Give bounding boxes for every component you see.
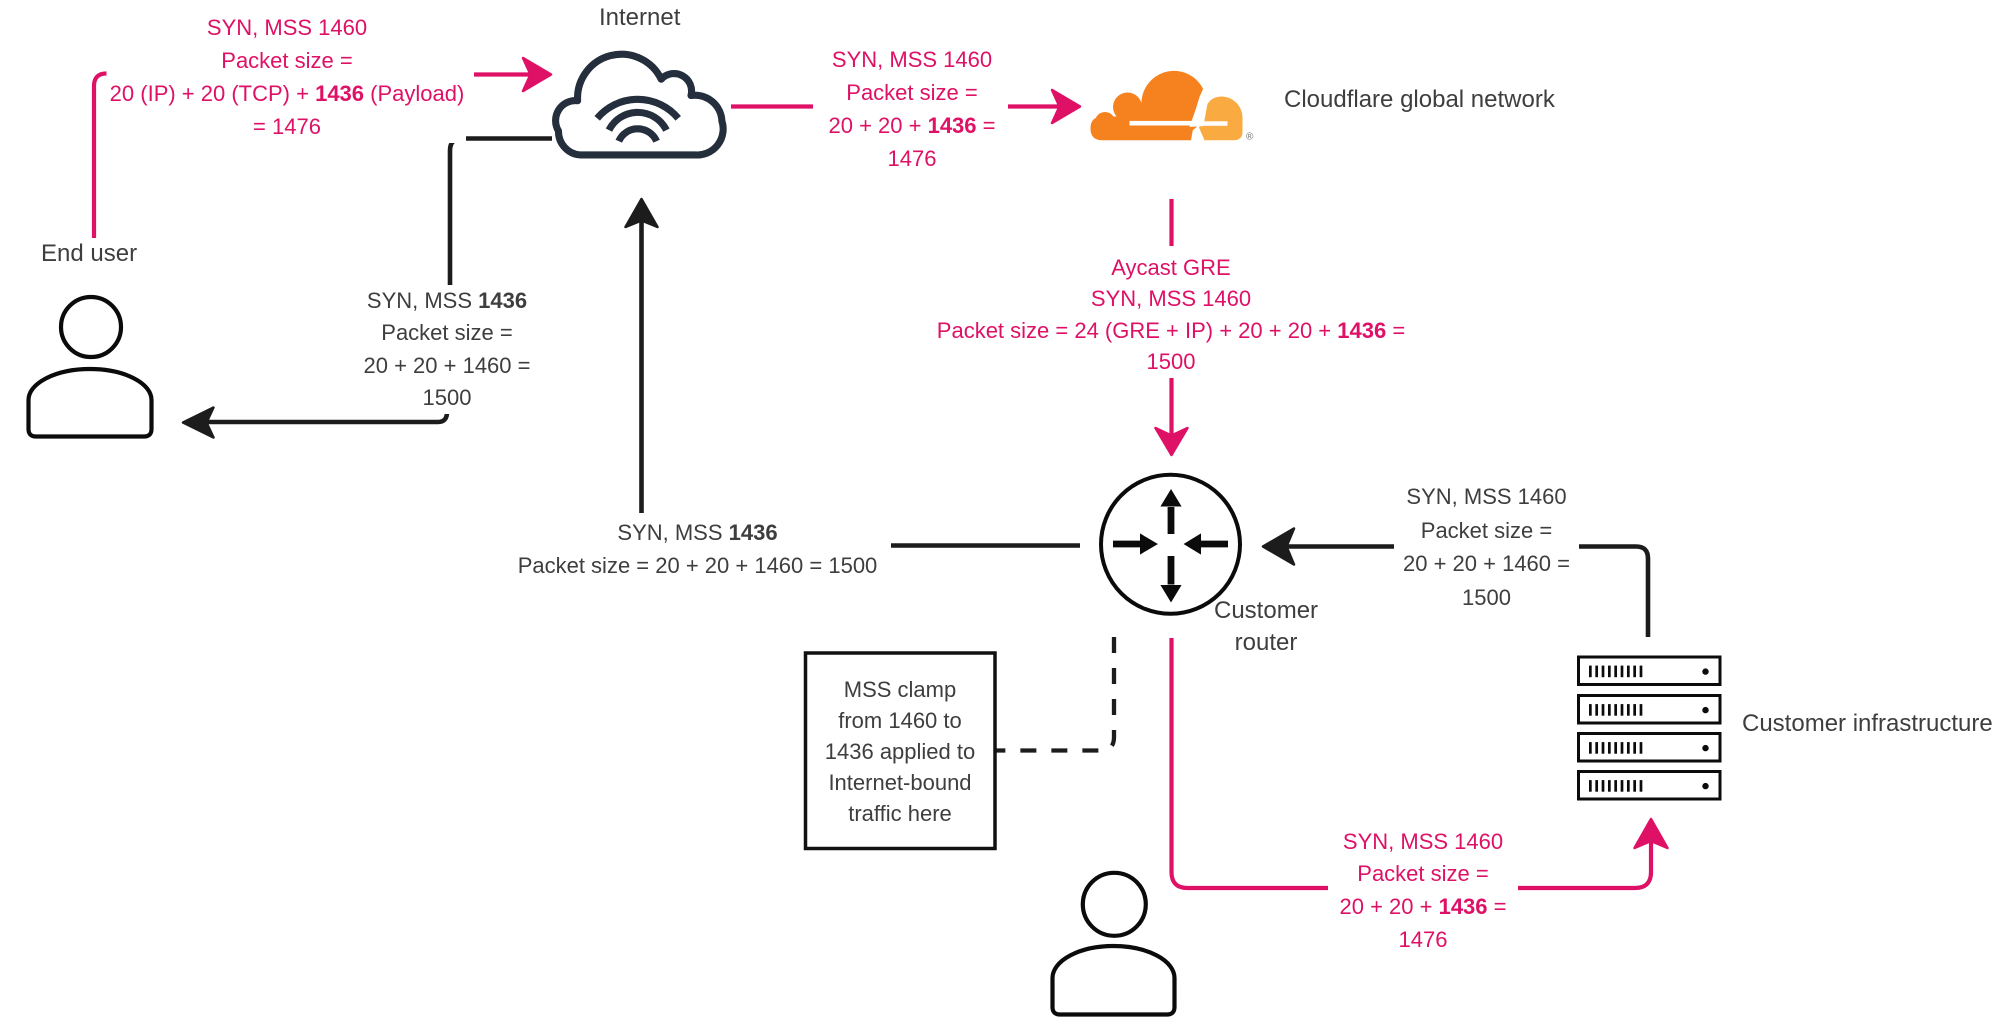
svg-text:®: ® [1246, 132, 1254, 143]
